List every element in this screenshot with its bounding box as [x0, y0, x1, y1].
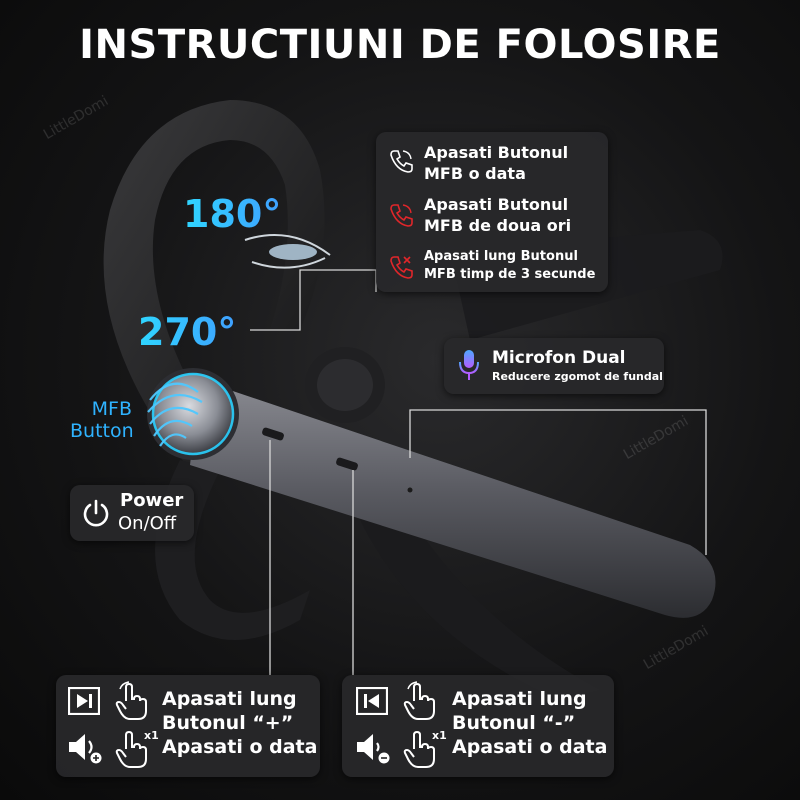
volume-up-icon: [69, 734, 102, 764]
volume-plus-card: x1 Apasati lung Butonul “+” Apasati o da…: [56, 675, 320, 777]
mfb-button-label: MFB Button: [70, 398, 134, 442]
volume-minus-line1: Apasati lung: [452, 688, 587, 710]
next-track-icon: [68, 687, 100, 715]
microphone-subtitle: Reducere zgomot de fundal: [492, 370, 663, 383]
call-controls-card: Apasati Butonul MFB o data Apasati Buton…: [376, 132, 608, 292]
phone-answer-icon: [390, 150, 413, 173]
mfb-label-line1: MFB: [91, 398, 132, 420]
power-label: Power: [120, 490, 184, 511]
call-answer-line2: MFB o data: [424, 164, 526, 183]
mfb-label-line2: Button: [70, 420, 134, 442]
power-card: Power On/Off: [70, 485, 194, 541]
call-end-line2: MFB de doua ori: [424, 216, 572, 235]
volume-minus-line2: Butonul “-”: [452, 712, 576, 734]
previous-track-icon: [356, 687, 388, 715]
power-onoff-label: On/Off: [118, 513, 177, 534]
microphone-icon: [459, 350, 479, 380]
volume-plus-line1: Apasati lung: [162, 688, 297, 710]
volume-plus-instructions: Apasati lung Butonul “+” Apasati o data: [162, 687, 317, 759]
call-end-line1: Apasati Butonul: [424, 195, 569, 214]
volume-minus-card: x1 Apasati lung Butonul “-” Apasati o da…: [342, 675, 614, 777]
call-answer-text: Apasati Butonul MFB o data: [424, 142, 568, 184]
microphone-title: Microfon Dual: [492, 348, 626, 368]
single-press-hand-icon: [403, 730, 435, 768]
call-reject-text: Apasati lung Butonul MFB timp de 3 secun…: [424, 248, 595, 284]
call-reject-line1: Apasati lung Butonul: [424, 249, 578, 264]
volume-down-icon: [357, 734, 390, 764]
volume-plus-line2: Butonul “+”: [162, 712, 294, 734]
long-press-hand-icon: [403, 681, 435, 720]
phone-end-icon: [390, 204, 413, 227]
rotation-180-label: 180°: [183, 192, 282, 236]
press-count-label: x1: [432, 729, 447, 742]
long-press-hand-icon: [115, 681, 147, 720]
call-reject-line2: MFB timp de 3 secunde: [424, 267, 596, 282]
page-title: INSTRUCTIUNI DE FOLOSIRE: [79, 22, 721, 68]
single-press-hand-icon: [115, 730, 147, 768]
power-icon: [83, 499, 109, 527]
volume-minus-instructions: Apasati lung Butonul “-” Apasati o data: [452, 687, 607, 759]
volume-minus-line3: Apasati o data: [452, 736, 608, 758]
rotation-270-label: 270°: [138, 310, 237, 354]
phone-reject-icon: [390, 256, 413, 279]
volume-plus-line3: Apasati o data: [162, 736, 318, 758]
microphone-card: Microfon Dual Reducere zgomot de fundal: [444, 338, 664, 394]
press-count-label: x1: [144, 729, 159, 742]
call-end-text: Apasati Butonul MFB de doua ori: [424, 194, 571, 236]
call-answer-line1: Apasati Butonul: [424, 143, 569, 162]
